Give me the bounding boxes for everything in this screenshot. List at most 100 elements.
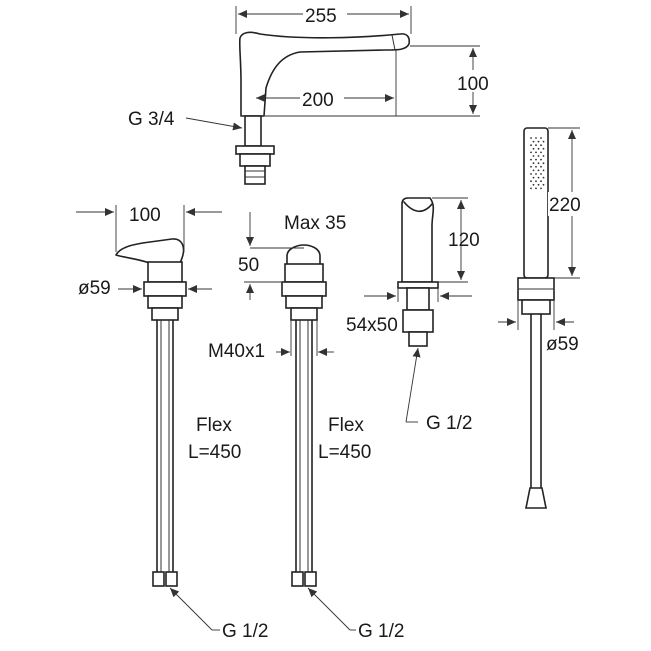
mixer-flex-label: Flex xyxy=(196,415,232,436)
spout-thread xyxy=(244,165,266,185)
mixer-connection-leader xyxy=(169,587,213,631)
spray-hole xyxy=(540,144,542,147)
holder-body xyxy=(401,197,435,283)
holder-nut xyxy=(402,309,434,333)
spray-hole xyxy=(532,155,535,157)
hand-shower-stud xyxy=(521,299,551,315)
spray-hole xyxy=(530,173,532,175)
spray-hole xyxy=(530,180,532,183)
spray-hole xyxy=(535,158,537,161)
mixer-body xyxy=(147,261,183,283)
hand-shower-spray-holes xyxy=(530,137,545,190)
holder-thread xyxy=(408,331,428,347)
spray-hole xyxy=(542,169,545,172)
spout-body xyxy=(238,31,411,117)
hand-shower-rosette-label: ø59 xyxy=(546,334,579,355)
diverter-flex-label: Flex xyxy=(328,415,364,436)
spray-hole xyxy=(535,151,537,154)
spray-hole xyxy=(535,187,537,190)
spray-hole xyxy=(537,183,540,186)
spray-hole xyxy=(540,180,542,183)
spray-hole xyxy=(530,151,532,154)
mixer-hose-fitting-right xyxy=(165,571,178,587)
spray-hole xyxy=(535,137,537,139)
spout-height-label-bg xyxy=(456,70,496,92)
holder-cradle xyxy=(403,201,433,213)
hand-shower-height-label: 220 xyxy=(549,195,581,216)
diverter-nut xyxy=(285,295,323,309)
mixer-group: 100 ø59 Flex L=450 G 1/2 xyxy=(76,205,268,642)
diverter-flex-length: L=450 xyxy=(318,442,371,463)
spray-hole xyxy=(532,183,535,186)
spray-hole xyxy=(532,147,535,150)
spray-hole xyxy=(530,187,532,190)
spout-connection-label: G 3/4 xyxy=(128,109,175,130)
spray-hole xyxy=(540,173,542,175)
spray-hole xyxy=(532,140,535,143)
spray-hole xyxy=(540,158,542,161)
spout-width-label: 255 xyxy=(305,6,337,27)
diverter-thread-label: M40x1 xyxy=(208,341,265,362)
holder-height-label: 120 xyxy=(448,230,480,251)
spray-hole xyxy=(542,162,545,165)
holder-stud xyxy=(406,287,430,311)
holder-group: 120 54x50 G 1/2 xyxy=(346,197,480,434)
spray-hole xyxy=(542,147,545,150)
spout-washer xyxy=(239,153,271,167)
spray-hole xyxy=(532,169,535,172)
spray-hole xyxy=(535,144,537,147)
diverter-rosette xyxy=(281,281,327,297)
diverter-max-label: Max 35 xyxy=(284,213,346,234)
mixer-nut xyxy=(147,295,183,309)
spray-hole xyxy=(540,187,542,190)
hand-shower-height-label-bg xyxy=(548,192,588,216)
spray-hole xyxy=(540,151,542,154)
spray-hole xyxy=(537,140,540,143)
spout-reach-label-bg xyxy=(300,86,344,108)
spout-tip-line xyxy=(391,34,396,51)
spray-hole xyxy=(537,155,540,157)
spray-hole xyxy=(532,162,535,165)
mixer-connection-label: G 1/2 xyxy=(222,621,268,642)
spout-group: 255 200 100 G 3/4 xyxy=(128,2,496,185)
spray-hole xyxy=(542,155,545,157)
spray-hole xyxy=(540,165,542,168)
mixer-stud xyxy=(151,307,179,321)
spout-nut xyxy=(244,115,262,147)
spray-hole xyxy=(537,147,540,150)
mixer-flex-length: L=450 xyxy=(188,442,241,463)
mixer-hose-fitting-left xyxy=(152,571,165,587)
spray-hole xyxy=(535,180,537,183)
hand-shower-hose-end xyxy=(525,487,547,509)
spout-flange xyxy=(235,145,275,155)
spout-width-label-bg xyxy=(303,2,347,24)
spray-hole xyxy=(532,176,535,179)
spray-hole xyxy=(530,158,532,161)
hand-shower-group: 220 ø59 xyxy=(498,127,588,509)
spray-hole xyxy=(537,169,540,172)
holder-connection-label: G 1/2 xyxy=(426,413,472,434)
diverter-height-label: 50 xyxy=(238,255,259,276)
spray-hole xyxy=(540,137,542,139)
diverter-knob xyxy=(286,244,321,267)
spray-hole xyxy=(530,144,532,147)
diverter-stud xyxy=(290,307,318,321)
spray-hole xyxy=(542,176,545,179)
mixer-rosette-label: ø59 xyxy=(78,278,111,299)
spray-hole xyxy=(535,173,537,175)
diverter-connection-label: G 1/2 xyxy=(358,621,404,642)
mixer-width-label: 100 xyxy=(129,205,161,226)
holder-base-label: 54x50 xyxy=(346,315,398,336)
diverter-hose-fitting-left xyxy=(291,571,304,587)
diverter-connection-leader xyxy=(307,587,351,631)
spray-hole xyxy=(530,165,532,168)
hand-shower-body xyxy=(523,127,549,279)
spray-hole xyxy=(542,140,545,143)
spray-hole xyxy=(542,183,545,186)
spout-reach-label: 200 xyxy=(302,90,334,111)
holder-connection-leader-up xyxy=(405,347,421,423)
diverter-cap xyxy=(284,263,324,283)
spout-height-label: 100 xyxy=(457,74,489,95)
spray-hole xyxy=(537,176,540,179)
